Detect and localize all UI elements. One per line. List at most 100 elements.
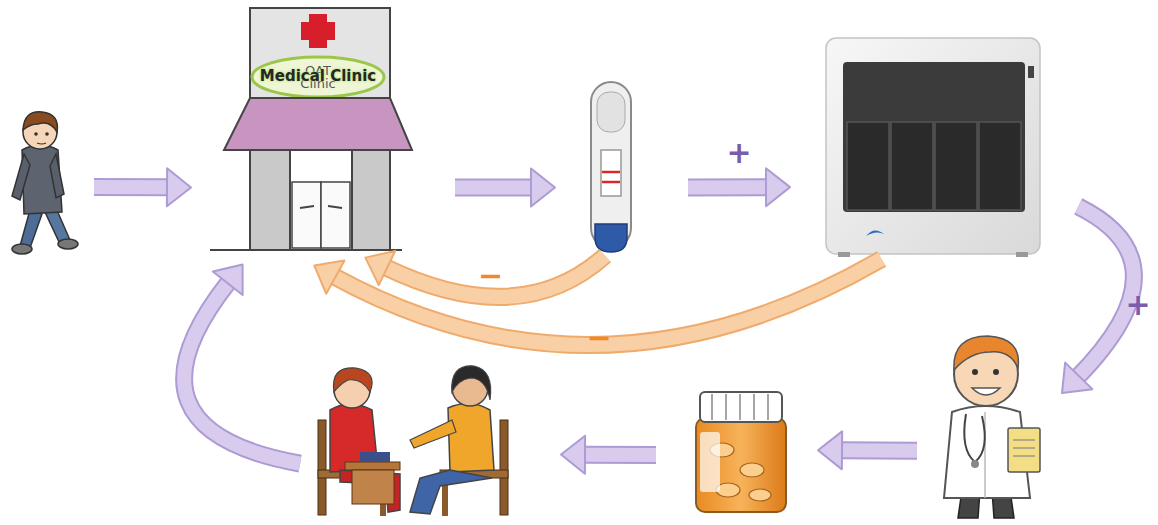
arrow-head [365, 251, 395, 285]
rapid-test-device-part [595, 224, 627, 252]
doctor-figure-part [972, 369, 978, 375]
doctor-figure-part [1013, 439, 1035, 440]
arrow-shaft [688, 180, 768, 194]
counselling-scene-part [340, 470, 400, 512]
arrow-outline [455, 179, 533, 197]
flow-arrow [818, 431, 917, 469]
doctor-figure-part [972, 388, 1000, 395]
clinic-building-part [210, 249, 402, 251]
counselling-node [308, 360, 523, 520]
clinic-building-part [321, 182, 350, 248]
doctor-figure-part [971, 460, 979, 468]
analyser-machine-part [1028, 66, 1034, 78]
person-figure-part [12, 244, 32, 254]
person-node [5, 110, 80, 255]
arrow-head [561, 436, 585, 474]
rapid-test-device-part [602, 171, 620, 174]
pill-bottle-part [767, 394, 769, 420]
counselling-scene-part [333, 368, 372, 392]
negative-label: − [478, 261, 503, 291]
arrow-outline [688, 178, 768, 196]
counselling-scene-part [360, 452, 390, 462]
arrow-head [213, 264, 243, 295]
arrow-head [818, 431, 842, 469]
counselling-scene-part [410, 420, 456, 448]
pill-bottle-part [749, 489, 771, 501]
doctor-figure-part [993, 369, 999, 375]
rapid-test-device-part [602, 181, 620, 184]
pill-bottle-part [700, 432, 720, 492]
pill-bottle [696, 392, 786, 512]
arrow-outline [583, 446, 656, 464]
analyser-machine-part [847, 122, 889, 210]
doctor-figure [944, 336, 1040, 518]
clinic-building-part [250, 150, 290, 250]
counselling-scene [318, 366, 508, 516]
person-figure-part [50, 154, 64, 198]
clinic-building-part [252, 57, 384, 97]
doctor-figure-part [1013, 447, 1035, 448]
counselling-scene-part [345, 462, 400, 470]
arrow-shaft [840, 443, 917, 458]
positive-label: + [1126, 290, 1151, 320]
clinic-building-part [224, 98, 412, 150]
flow-arrow [184, 264, 300, 463]
pill-bottle-part [739, 394, 741, 420]
counselling-scene-part [410, 470, 492, 514]
pill-bottle-part [740, 463, 764, 477]
arrow-head [531, 169, 555, 207]
rapid-test-device-part [597, 92, 625, 132]
counselling-scene-part [448, 403, 494, 472]
person-figure-part [58, 239, 78, 249]
person-figure-part [20, 210, 42, 248]
arrow-head [167, 168, 191, 206]
pill-bottle-part [711, 394, 713, 420]
clinic-building-part [290, 150, 352, 250]
clinic-building-part [250, 8, 390, 100]
counselling-scene-part [500, 420, 508, 515]
person-figure-part [37, 143, 46, 144]
sign-text: Medical Clinic [252, 69, 384, 85]
clinic-building-part [352, 150, 390, 250]
arrow-shaft [583, 448, 656, 462]
rapid-test-device-part [591, 82, 631, 248]
negative-label: − [586, 323, 611, 353]
flow-arrow [455, 169, 555, 207]
flow-arrow [561, 436, 656, 474]
person-figure-part [34, 132, 38, 136]
clinic-building-part [300, 206, 314, 208]
arrow-outline [1077, 206, 1134, 377]
arrow-shaft [184, 282, 300, 464]
counselling-scene-part [318, 420, 326, 515]
pill-bottle-part [753, 394, 755, 420]
person-figure-part [45, 132, 49, 136]
arrow-shaft [455, 181, 533, 195]
pill-bottle-part [725, 394, 727, 420]
arrow-head [766, 168, 790, 206]
clinic-node: Medical ClinicOAT Clinic [205, 5, 405, 255]
positive-label: + [726, 138, 751, 168]
pill-bottle-part [696, 418, 786, 512]
arrow-shaft [385, 256, 605, 297]
clinic-building-part [328, 206, 342, 208]
analyser-machine-part [838, 252, 850, 257]
person-figure-part [12, 154, 30, 200]
flow-arrow [688, 168, 790, 206]
doctor-figure-part [954, 336, 1019, 370]
person-figure-part [23, 112, 57, 132]
clinic-building-part [301, 22, 335, 40]
analyser-machine-part [866, 230, 884, 236]
analyser-machine-part [1016, 252, 1028, 257]
analyser-machine-part [935, 122, 977, 210]
medication-node [688, 385, 788, 515]
doctor-figure-part [964, 414, 984, 462]
doctor-figure-part [1013, 455, 1035, 456]
analyser-node [818, 35, 1046, 257]
analyser-machine [826, 38, 1040, 257]
doctor-figure-part [1008, 428, 1040, 472]
arrow-outline [94, 178, 169, 196]
